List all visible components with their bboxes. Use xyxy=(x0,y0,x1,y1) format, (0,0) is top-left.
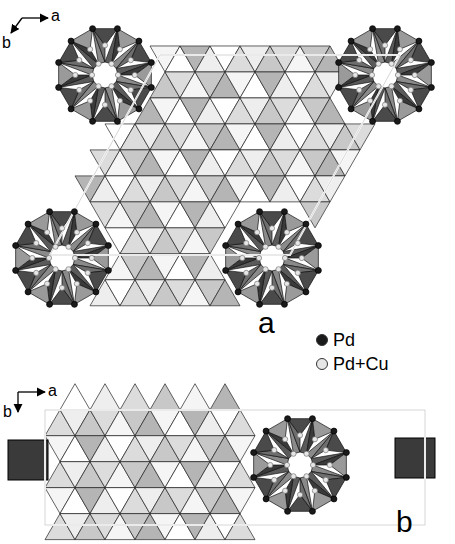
light-polyhedra xyxy=(45,46,375,540)
panel-label: a xyxy=(258,308,275,338)
unit-cell xyxy=(45,55,425,525)
square-polyhedra xyxy=(8,438,435,480)
legend-swatch xyxy=(316,334,328,346)
dark-polyhedra-rings xyxy=(16,29,432,512)
legend-swatch xyxy=(316,358,328,370)
axis-label: a xyxy=(48,383,57,399)
legend-text: Pd xyxy=(333,331,355,349)
axis-arrows xyxy=(11,18,48,412)
axis-label: a xyxy=(51,8,60,24)
panel-label: b xyxy=(396,507,413,537)
axis-label: b xyxy=(3,404,12,420)
axis-label: b xyxy=(2,35,11,51)
atom-dots xyxy=(13,26,435,515)
legend-text: Pd+Cu xyxy=(333,355,389,373)
